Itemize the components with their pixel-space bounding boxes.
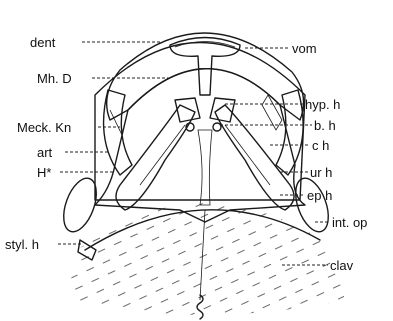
label-vom: vom [292,41,317,56]
label-art: art [37,145,53,160]
label-stylh: styl. h [5,237,39,252]
label-mhd: Mh. D [37,71,72,86]
label-urh: ur h [310,165,332,180]
label-meckkn: Meck. Kn [17,120,71,135]
label-eph: ep h [307,188,332,203]
label-ch: c h [312,138,329,153]
label-bh: b. h [314,118,336,133]
label-hyph: hyp. h [305,97,340,112]
label-hstar: H* [37,165,51,180]
label-clav: clav [330,258,354,273]
label-intop: int. op [332,215,367,230]
clavicle-region [65,203,345,319]
label-dent: dent [30,35,56,50]
